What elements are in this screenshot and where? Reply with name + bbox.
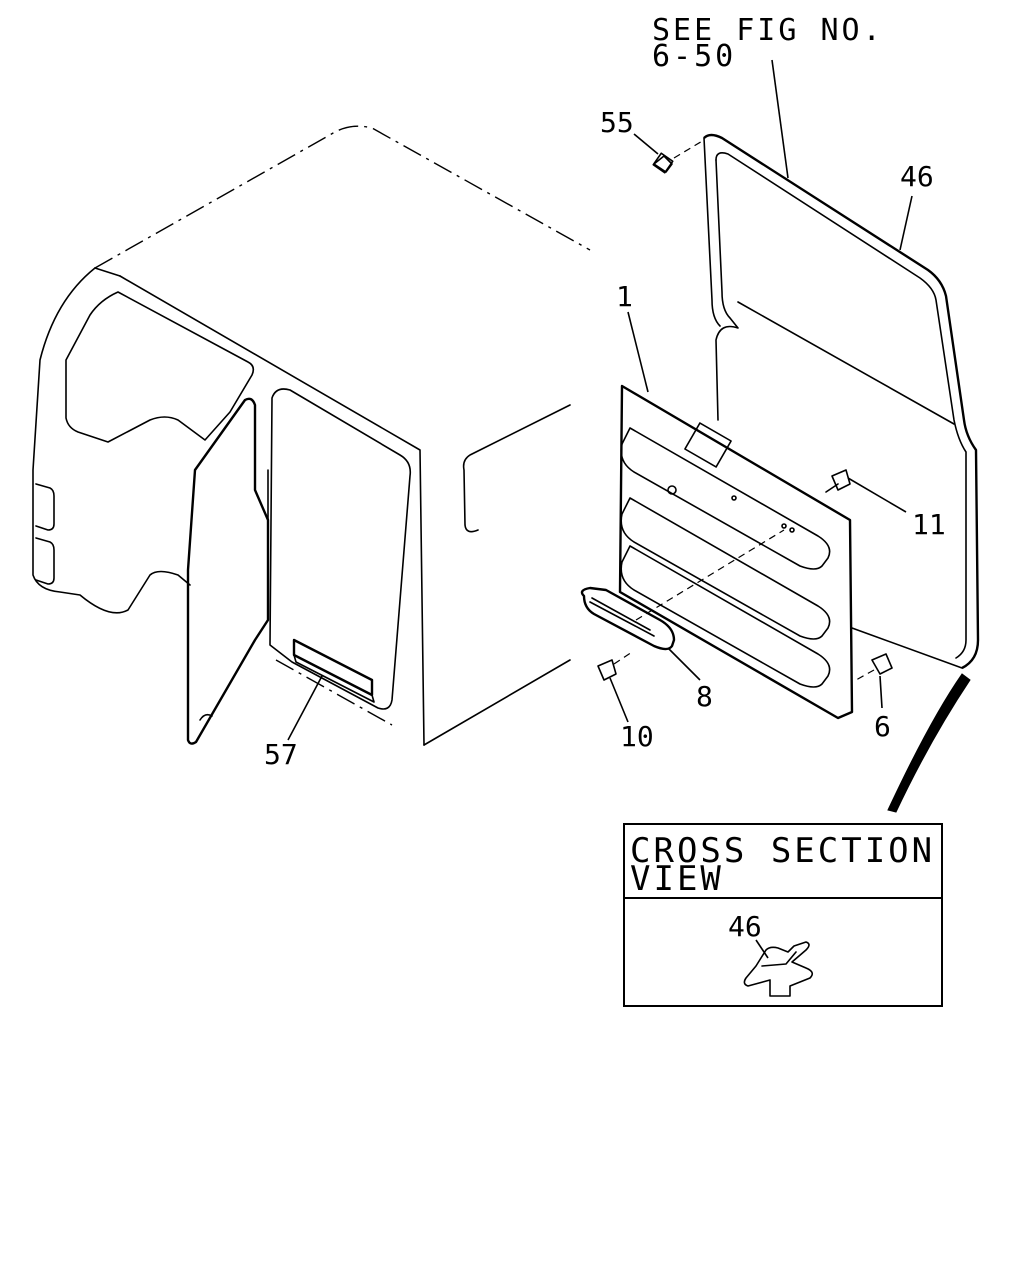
- cross-section-title-2: VIEW: [630, 859, 724, 899]
- reference-line-2: 6-50: [652, 39, 736, 74]
- cross-section-label: 46: [728, 910, 762, 943]
- door-trim-panel: [618, 311, 854, 720]
- part-label-46: 46: [900, 160, 934, 193]
- part-label-1: 1: [616, 280, 633, 313]
- part-label-6: 6: [874, 710, 891, 743]
- screw-10: [597, 651, 633, 723]
- cross-section-view: CROSS SECTION VIEW 46: [623, 823, 943, 1007]
- clip-11: [825, 469, 907, 513]
- reference-line-1: SEE FIG NO.: [652, 13, 884, 48]
- screw-6: [855, 653, 893, 709]
- part-label-8: 8: [696, 680, 713, 713]
- clip-55: [633, 133, 705, 174]
- part-label-57: 57: [264, 738, 298, 771]
- part-label-55: 55: [600, 106, 634, 139]
- part-label-10: 10: [620, 720, 654, 753]
- door-handle: [580, 529, 785, 681]
- door-weatherstrip: [703, 59, 980, 813]
- cross-section-title-1: CROSS SECTION: [630, 831, 935, 871]
- cab-body: [32, 125, 591, 746]
- seal-profile-icon: [743, 941, 814, 997]
- part-label-11: 11: [912, 508, 946, 541]
